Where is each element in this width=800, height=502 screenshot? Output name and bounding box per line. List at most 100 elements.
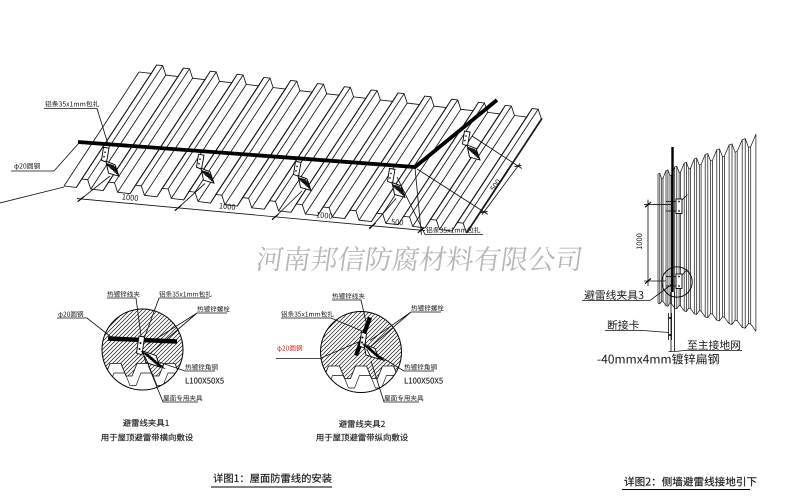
svg-text:热镀锌螺栓: 热镀锌螺栓	[411, 304, 444, 313]
roof-slope-dimension	[416, 135, 523, 216]
dim-label-4: 500	[390, 217, 404, 227]
wall-corrugated-panel	[657, 134, 757, 332]
svg-text:-40mmx4mm镀锌扁钢: -40mmx4mm镀锌扁钢	[597, 353, 715, 367]
roof-wire-clamp-4	[387, 167, 406, 199]
wall-dim-label: 1000	[635, 233, 644, 250]
dimension-ticks	[77, 195, 425, 234]
wall-clamp-1	[666, 194, 688, 214]
svg-text:500: 500	[391, 217, 404, 227]
d1-label-roof-clamp: 屋面专用夹具	[163, 394, 203, 403]
roof-eave-line	[0, 186, 65, 204]
svg-text:用于屋顶避雷带横向敷设: 用于屋顶避雷带横向敷设	[101, 433, 194, 443]
svg-text:铝条35x1mm包扎: 铝条35x1mm包扎	[45, 100, 98, 109]
section-hatch	[320, 311, 402, 379]
roof-leader-lines	[11, 108, 483, 235]
d2-label-bolt: 热镀锌螺栓	[411, 304, 444, 313]
watermark: 河南邦信防腐材料有限公司	[254, 244, 585, 275]
d2-label-clip: 热镀锌线夹	[332, 292, 365, 301]
flat-steel-bar	[668, 292, 675, 352]
leader-wrap-bottom	[396, 176, 483, 235]
svg-text:L100X50X5: L100X50X5	[185, 377, 226, 386]
roof-wire-clamp-slope	[462, 130, 481, 161]
svg-text:详图2：侧墙避雷线接地引下: 详图2：侧墙避雷线接地引下	[624, 476, 757, 489]
roof-back-edge	[138, 64, 543, 120]
svg-text:1000: 1000	[635, 233, 644, 250]
leader-rod	[11, 142, 80, 172]
svg-text:避雷线夹具1: 避雷线夹具1	[123, 418, 170, 428]
leader-wrap-top	[44, 108, 108, 143]
roof-front-edge	[63, 178, 468, 234]
detail-circle-2	[320, 311, 402, 393]
wall-label-disconnect: 断接卡	[607, 318, 640, 332]
d1-label-wrap: 铝条35x1mm包扎	[159, 290, 212, 299]
svg-text:铝条35x1mm包扎: 铝条35x1mm包扎	[159, 290, 211, 299]
label-rod: φ20圆钢	[14, 162, 40, 171]
slope-dim-line	[481, 162, 521, 216]
slope-dim-ticks	[480, 164, 522, 214]
svg-text:避雷线夹具3: 避雷线夹具3	[584, 288, 644, 302]
svg-text:屋面专用夹具: 屋面专用夹具	[163, 394, 203, 403]
detail-circle-outline	[101, 308, 184, 391]
detail1-clamp	[136, 335, 166, 369]
d1-label-angle: 热镀锌角钢	[185, 363, 218, 371]
wall-label-clamp: 避雷线夹具3	[584, 288, 644, 302]
d2-title: 避雷线夹具2	[338, 419, 386, 429]
roof-wire-clamp-1	[101, 146, 120, 177]
svg-text:热镀锌螺栓: 热镀锌螺栓	[197, 305, 230, 314]
svg-text:L100X50X5: L100X50X5	[404, 377, 445, 386]
svg-text:避雷线夹具2: 避雷线夹具2	[339, 419, 386, 429]
figure2-caption: 详图2：侧墙避雷线接地引下	[624, 476, 757, 489]
d2-label-roof-clamp: 屋面专用夹具	[384, 394, 424, 403]
d1-subtitle: 用于屋顶避雷带横向敷设	[100, 433, 194, 443]
svg-text:1000: 1000	[219, 201, 236, 211]
svg-text:断接卡: 断接卡	[607, 318, 640, 332]
d2-label-angle-size: L100X50X5	[404, 377, 445, 386]
detail-circle-outline	[320, 311, 402, 393]
dimension-line	[76, 198, 426, 232]
svg-text:用于屋顶避雷带纵向敷设: 用于屋顶避雷带纵向敷设	[316, 433, 409, 443]
dimension-extension-lines	[77, 167, 422, 235]
svg-text:φ20圆钢: φ20圆钢	[14, 162, 40, 171]
svg-text:热镀锌线夹: 热镀锌线夹	[332, 292, 365, 301]
svg-text:屋面专用夹具: 屋面专用夹具	[384, 394, 424, 403]
d1-title: 避雷线夹具1	[122, 418, 170, 428]
label-wrap-top: 铝条35x1mm包扎	[45, 100, 100, 109]
label-wrap-bottom: 铝条35x1mm包扎	[426, 226, 481, 234]
svg-text:详图1：屋面防雷线的安装: 详图1：屋面防雷线的安装	[213, 472, 332, 485]
wall-label-to-grid: 至主接地网	[687, 339, 741, 350]
d1-label-clip: 热镀锌线夹	[107, 290, 140, 299]
detail2-clamp	[359, 331, 386, 362]
detail2-leaders	[276, 299, 441, 403]
d1-label-angle-size: L100X50X5	[185, 377, 226, 386]
svg-text:φ20圆钢: φ20圆钢	[277, 345, 302, 353]
slope-dim-extension	[471, 135, 523, 169]
wall-down-conductor	[661, 147, 693, 352]
wall-dimension	[644, 199, 672, 286]
roof-corrugated-panel	[0, 64, 543, 234]
watermark-text: 河南邦信防腐材料有限公司	[254, 244, 585, 275]
dim-label-1: 1000	[121, 193, 139, 203]
detail-circle-1	[101, 308, 184, 391]
dim-label-2: 1000	[219, 201, 236, 211]
wall-label-flat-steel: -40mmx4mm镀锌扁钢	[597, 353, 719, 367]
figure1-caption: 详图1：屋面防雷线的安装	[213, 472, 332, 485]
roof-wire-clamp-2	[196, 153, 215, 184]
svg-text:热镀锌线夹: 热镀锌线夹	[107, 290, 140, 299]
wall-leaders	[582, 283, 742, 352]
svg-text:1000: 1000	[121, 193, 138, 203]
dim-label-3: 1000	[316, 211, 333, 219]
slope-dim-extension	[416, 168, 489, 215]
svg-text:热镀锌角钢: 热镀锌角钢	[404, 363, 437, 372]
wall-rib-lines	[657, 134, 757, 332]
wall-bottom-edge	[657, 300, 757, 332]
detail1-leaders	[57, 297, 227, 403]
d2-label-rod: φ20圆钢	[277, 344, 303, 353]
section-hatch	[102, 309, 183, 376]
svg-text:铝条35x1mm包扎: 铝条35x1mm包扎	[281, 310, 333, 319]
d2-label-wrap: 铝条35x1mm包扎	[281, 310, 334, 319]
svg-text:河南邦信防腐材料有限公司: 河南邦信防腐材料有限公司	[254, 244, 585, 275]
roof-dimension-chain	[76, 167, 426, 235]
d1-label-bolt: 热镀锌螺栓	[197, 305, 230, 314]
